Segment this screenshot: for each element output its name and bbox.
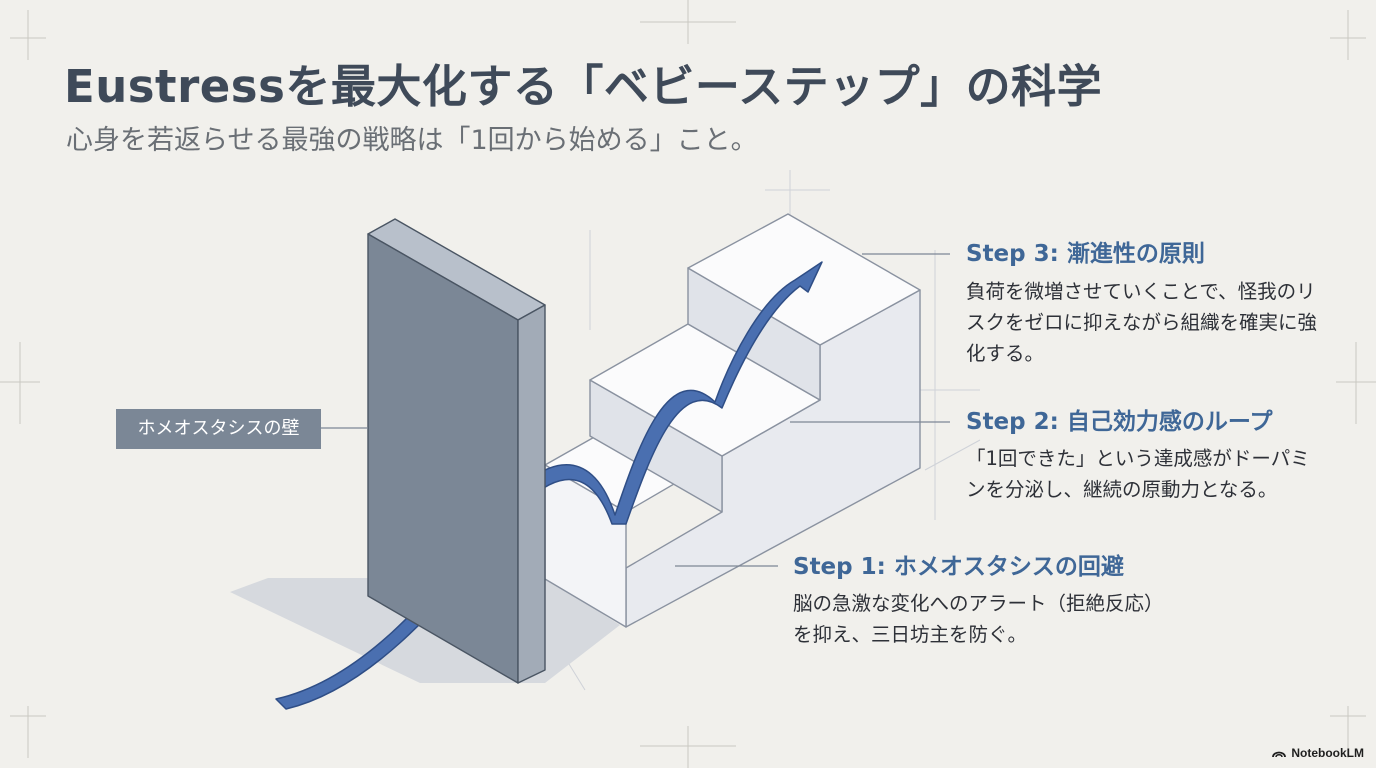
step1-description: 脳の急激な変化へのアラート（拒絶反応）を抑え、三日坊主を防ぐ。 [793,592,1154,646]
page-title: Eustressを最大化する「ベビーステップ」の科学 [64,60,1103,113]
wall-side [517,304,546,684]
notebooklm-logo-icon [1272,751,1287,758]
step2-description: 「1回できた」という達成感がドーパミンを分泌し、継続の原動力となる。 [966,447,1310,501]
step3-description: 負荷を微増させていくことで、怪我のリスクをゼロに抑えながら組織を確実に強化する。 [966,280,1318,365]
notebooklm-label: NotebookLM [1291,746,1364,760]
notebooklm-branding: NotebookLM [1272,746,1364,760]
step1-heading: Step 1: ホメオスタシスの回避 [793,554,1124,580]
page-subtitle: 心身を若返らせる最強の戦略は「1回から始める」こと。 [66,125,758,156]
wall-label: ホメオスタシスの壁 [116,409,321,449]
leader-lines [321,253,950,567]
step3-heading: Step 3: 漸進性の原則 [966,241,1205,267]
step2-heading: Step 2: 自己効力感のループ [966,409,1273,435]
homeostasis-wall [367,218,546,684]
